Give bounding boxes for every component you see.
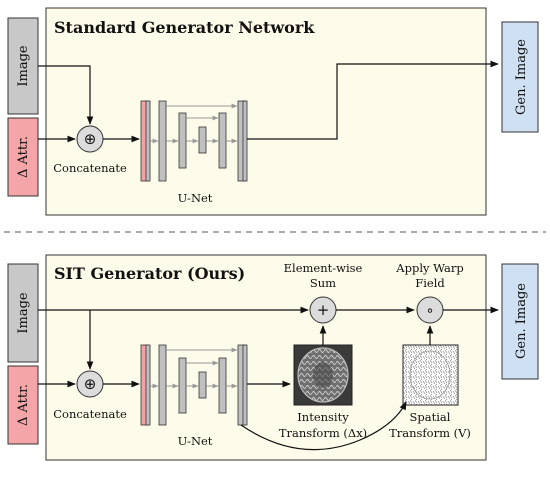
sum-label-1: Element-wise xyxy=(284,261,363,275)
svg-text:Δ Attr.: Δ Attr. xyxy=(16,384,31,426)
top-concat-node: ⊕ xyxy=(76,125,104,153)
top-unet-to-output xyxy=(247,60,499,140)
bottom-concat-label: Concatenate xyxy=(53,407,127,421)
warp-node: ∘ xyxy=(416,296,444,324)
top-unet-label: U-Net xyxy=(178,191,213,205)
top-panel-title: Standard Generator Network xyxy=(54,18,315,37)
top-input-image: Image xyxy=(7,17,39,115)
warp-label-2: Field xyxy=(415,276,445,290)
bottom-panel-title: SIT Generator (Ours) xyxy=(54,264,245,283)
intensity-map-image xyxy=(293,344,353,406)
warp-label-1: Apply Warp xyxy=(395,261,463,275)
top-panel: Standard Generator Network Image Δ Attr.… xyxy=(7,7,539,216)
svg-text:Image: Image xyxy=(16,45,31,87)
svg-text:⊕: ⊕ xyxy=(84,375,97,393)
top-concat-label: Concatenate xyxy=(53,161,127,175)
bottom-unet-label: U-Net xyxy=(178,434,213,448)
top-panel-frame xyxy=(45,7,487,216)
svg-text:Gen. Image: Gen. Image xyxy=(514,39,529,115)
bottom-input-image: Image xyxy=(7,263,39,363)
svg-text:∘: ∘ xyxy=(426,303,435,319)
warp-field-image xyxy=(402,344,459,406)
svg-text:+: + xyxy=(317,301,330,319)
svg-text:Δ Attr.: Δ Attr. xyxy=(16,136,31,178)
top-image-to-concat xyxy=(38,65,94,125)
bottom-panel: SIT Generator (Ours) Image Δ Attr. ⊕ Con… xyxy=(7,254,539,461)
top-output-gen-image: Gen. Image xyxy=(501,21,539,133)
svg-text:⊕: ⊕ xyxy=(84,130,97,148)
spatial-label-2: Transform (V) xyxy=(389,426,471,440)
intensity-label-2: Transform (Δx) xyxy=(279,426,367,440)
svg-text:Gen. Image: Gen. Image xyxy=(514,283,529,359)
spatial-label-1: Spatial xyxy=(410,410,451,424)
bottom-unet xyxy=(140,344,248,426)
top-input-attr: Δ Attr. xyxy=(7,117,39,197)
bottom-input-attr: Δ Attr. xyxy=(7,365,39,445)
sum-node: + xyxy=(309,296,337,324)
unet-to-spatial-curve xyxy=(240,401,407,451)
sum-label-2: Sum xyxy=(310,276,336,290)
bottom-concat-node: ⊕ xyxy=(76,370,104,398)
bottom-output-gen-image: Gen. Image xyxy=(501,263,539,380)
svg-text:Image: Image xyxy=(16,292,31,334)
top-unet xyxy=(140,100,248,182)
intensity-label-1: Intensity xyxy=(297,410,349,424)
